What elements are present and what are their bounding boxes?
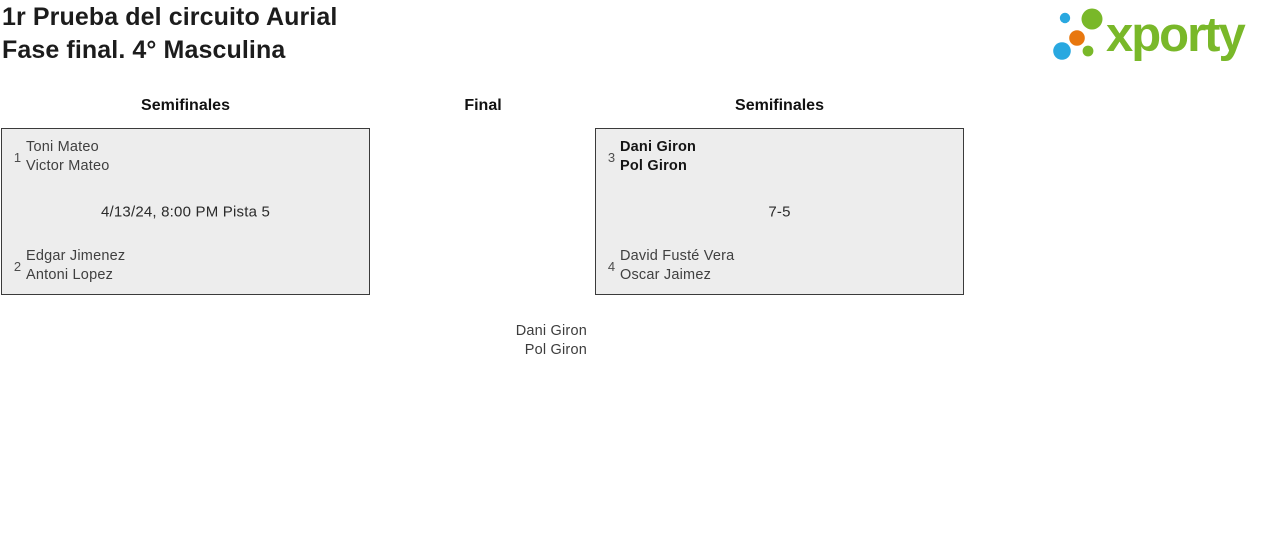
- team-players: Dani Giron Pol Giron: [620, 138, 696, 176]
- xporty-logo[interactable]: xporty: [1046, 3, 1278, 69]
- player-name: Oscar Jaimez: [620, 267, 712, 283]
- seed-number: 2: [13, 258, 22, 274]
- player-name: Pol Giron: [524, 342, 587, 358]
- xporty-logo-text: xporty: [1106, 8, 1246, 62]
- tournament-name: 1r Prueba del circuito Aurial: [2, 3, 338, 31]
- team-players: David Fusté Vera Oscar Jaimez: [620, 247, 734, 285]
- column-header-final: Final: [464, 97, 502, 114]
- column-header-semifinals-left: Semifinales: [141, 97, 230, 114]
- player-name: Dani Giron: [620, 139, 697, 155]
- seed-number: 4: [607, 258, 616, 274]
- player-name: Edgar Jimenez: [26, 248, 126, 264]
- match-card-semifinal-1[interactable]: 1 Toni Mateo Victor Mateo 4/13/24, 8:00 …: [1, 128, 370, 295]
- team-row: 2 Edgar Jimenez Antoni Lopez: [11, 247, 363, 285]
- player-name: Victor Mateo: [26, 158, 110, 174]
- player-name: Antoni Lopez: [26, 267, 114, 283]
- xporty-dots-icon: [1053, 8, 1103, 60]
- match-schedule: 4/13/24, 8:00 PM Pista 5: [100, 203, 271, 220]
- team-players: Edgar Jimenez Antoni Lopez: [26, 247, 125, 285]
- page-title: 1r Prueba del circuito Aurial Fase final…: [2, 1, 337, 67]
- team-row: 3 Dani Giron Pol Giron: [605, 138, 957, 176]
- team-players: Toni Mateo Victor Mateo: [26, 138, 110, 176]
- seed-number: 3: [607, 149, 616, 165]
- match-score: 7-5: [768, 203, 791, 220]
- player-name: Toni Mateo: [26, 139, 99, 155]
- player-name: Dani Giron: [515, 323, 587, 339]
- tournament-phase: Fase final. 4° Masculina: [2, 36, 286, 64]
- player-name: Pol Giron: [620, 158, 688, 174]
- team-row: 1 Toni Mateo Victor Mateo: [11, 138, 363, 176]
- match-card-semifinal-2[interactable]: 3 Dani Giron Pol Giron 7-5 4 David Fusté…: [595, 128, 964, 295]
- player-name: David Fusté Vera: [620, 248, 735, 264]
- team-row: 4 David Fusté Vera Oscar Jaimez: [605, 247, 957, 285]
- column-header-semifinals-right: Semifinales: [735, 97, 824, 114]
- seed-number: 1: [13, 149, 22, 165]
- final-team-entry: Dani Giron Pol Giron: [307, 322, 587, 360]
